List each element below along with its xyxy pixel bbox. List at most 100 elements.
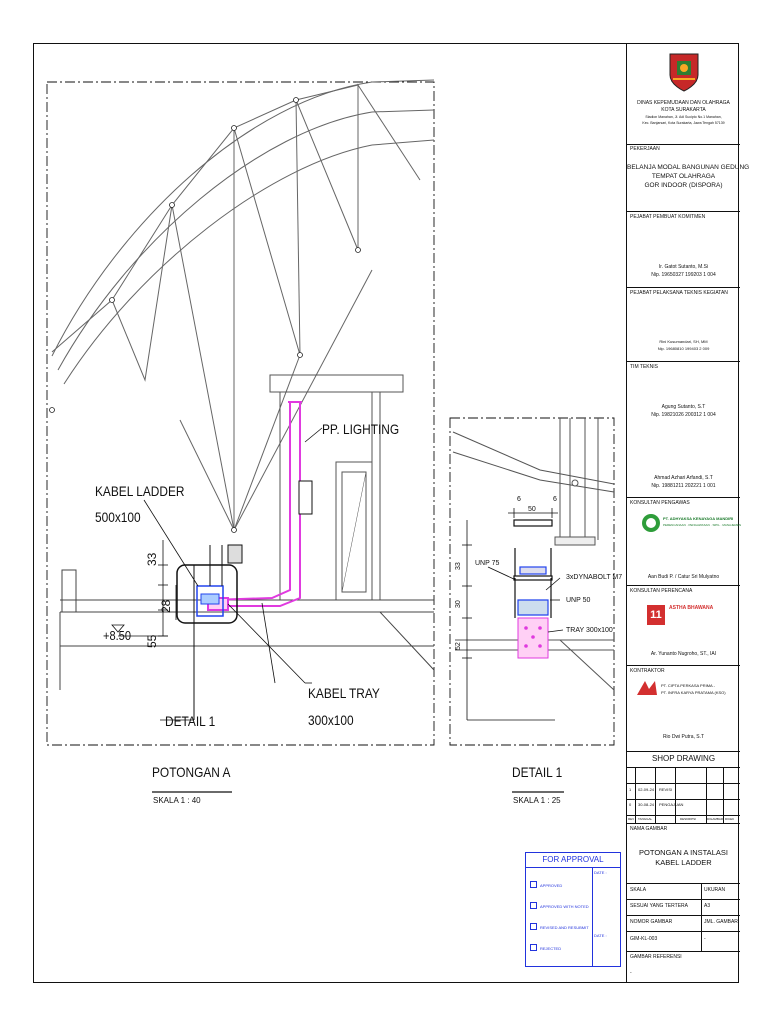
rev-header-rev: REV <box>628 817 635 821</box>
detail-1-tray-holes <box>524 626 542 648</box>
pengawas-label: KONSULTAN PENGAWAS <box>630 500 690 506</box>
for-approval-stamp: FOR APPROVAL DATE : DATE : APPROVED APPR… <box>525 852 621 967</box>
section-a-dimensions <box>111 427 323 721</box>
pp-lighting-panel <box>298 480 313 515</box>
pp-lighting-label: PP. LIGHTING <box>322 421 400 437</box>
detail-ref-label: DETAIL 1 <box>165 713 216 729</box>
perencana-label: KONSULTAN PERENCANA <box>630 588 693 594</box>
kabel-ladder-size: 500x100 <box>95 509 141 525</box>
kontraktor-name: Rio Dwi Putra, S.T <box>662 734 705 740</box>
section-a-frame <box>46 81 435 746</box>
jml-gambar-label: JML. GAMBAR <box>704 919 738 925</box>
kontraktor-label: KONTRAKTOR <box>630 668 665 674</box>
kabel-ladder-label: KABEL LADDER <box>95 483 185 499</box>
rev-header-tanggal: TANGGAL <box>638 817 653 821</box>
detail-tray: TRAY 300x100 <box>566 627 613 634</box>
kontraktor-line-2: PT. INFRA KARYA PRATAMA (KSO) <box>661 690 726 695</box>
ppk-nip: Nip. 19650327 199203 1 004 <box>651 272 716 278</box>
rev-0-date: 30-08-24 <box>638 802 655 807</box>
pengawas-logo-icon <box>642 514 660 532</box>
dim-28-label: 28 <box>159 599 173 613</box>
detail-1-frame <box>449 417 615 746</box>
perencana-logo: 11 <box>647 605 665 625</box>
nama-gambar-label: NAMA GAMBAR <box>630 826 668 832</box>
nomor-gambar-value: GIM-KL-003 <box>630 936 658 942</box>
jml-gambar-value: - <box>704 936 706 942</box>
detail-dynabolt: 3xDYNABOLT M7 <box>566 574 623 581</box>
elevation-label: +8.50 <box>103 628 131 643</box>
shop-drawing-label: SHOP DRAWING <box>651 754 716 763</box>
pekerjaan-line-1: BELANJA MODAL BANGUNAN GEDUNG <box>627 164 750 171</box>
pekerjaan-label: PEKERJAAN <box>630 146 660 152</box>
pengawas-sub: PERENCANAAN · PENGAWASAN · SIPIL · MANAJ… <box>663 523 742 527</box>
gambar-referensi-value: - <box>630 970 632 976</box>
approval-title: FOR APPROVAL <box>526 853 620 868</box>
truss-joints <box>49 97 361 533</box>
detail-1-scale: SKALA 1 : 25 <box>513 796 561 805</box>
tim-teknis-label: TIM TEKNIS <box>630 364 658 370</box>
ppk-label: PEJABAT PEMBUAT KOMITMEN <box>630 214 706 220</box>
pengawas-names: Aan Budi P. / Catur Sri Mulyatno <box>647 574 720 580</box>
perencana-company: ASTHA BHAWANA <box>669 605 714 611</box>
nama-gambar-line-2: KABEL LADDER <box>655 858 712 867</box>
agency-city: KOTA SURAKARTA <box>661 107 706 113</box>
agency-address-1: Stadion Manahan, Jl. Adi Sucipto No.1 Ma… <box>645 115 722 119</box>
rev-1-desc: REVISI <box>659 787 673 792</box>
pekerjaan-line-2: TEMPAT OLAHRAGA <box>651 173 716 180</box>
revised-resubmit-checkbox[interactable] <box>530 923 537 930</box>
approved-checkbox[interactable] <box>530 881 537 888</box>
floor-slab <box>59 569 435 690</box>
ppk-name: Ir. Gatot Sutanto, M.Si <box>658 264 709 270</box>
section-a-title: POTONGAN A <box>152 764 231 780</box>
rev-0-no: 0 <box>629 802 632 807</box>
city-emblem-icon <box>669 53 699 92</box>
skala-value: SESUAI YANG TERTERA <box>630 903 688 909</box>
pengawas-company: PT. ADHYAKSA KENAYAGA MANDIRI <box>663 516 734 521</box>
dim-33-label: 33 <box>145 552 159 566</box>
agency-name: DINAS KEPEMUDAAN DAN OLAHRAGA <box>637 100 730 106</box>
rejected-checkbox[interactable] <box>530 944 537 951</box>
detail-1-title: DETAIL 1 <box>512 764 563 780</box>
section-a-scale: SKALA 1 : 40 <box>153 796 201 805</box>
detail-1-dimensions <box>462 508 564 721</box>
dim-55-label: 55 <box>145 634 159 648</box>
rev-0-desc: PENGAJUAN <box>659 802 684 807</box>
kontraktor-logo-icon <box>637 681 657 695</box>
detail-dim-30: 30 <box>455 600 462 608</box>
detail-unp75: UNP 75 <box>475 560 500 567</box>
pptk-nip: Nip. 19680810 199403 2 009 <box>657 346 710 351</box>
nama-gambar-line-1: POTONGAN A INSTALASI <box>639 848 728 857</box>
detail-dim-50: 50 <box>528 506 536 513</box>
rev-header-deskripsi: DESKRIPSI <box>680 817 697 821</box>
agency-address-2: Kec. Banjarsari, Kota Surakarta, Jawa Te… <box>642 121 725 125</box>
rev-header-digambar: DIGAMBAR <box>707 817 724 821</box>
perencana-name: Ar. Yunanto Nugroho, ST., IAI <box>650 651 717 657</box>
gambar-referensi-label: GAMBAR REFERENSI <box>630 954 682 960</box>
approval-date-label-2: DATE : <box>594 933 607 938</box>
wall-door <box>269 374 404 601</box>
tim-1-name: Agung Sutanto, S.T <box>661 404 706 410</box>
nomor-gambar-label: NOMOR GAMBAR <box>630 919 673 925</box>
approval-date-label: DATE : <box>594 870 607 875</box>
detail-unp50: UNP 50 <box>566 597 591 604</box>
approved-with-noted-checkbox[interactable] <box>530 902 537 909</box>
detail-dim-6b: 6 <box>553 496 557 503</box>
tim-2-name: Ahmad Azhari Arfandi, S.T <box>654 475 713 481</box>
skala-label: SKALA <box>630 887 647 893</box>
pekerjaan-line-3: GOR INDOOR (DISPORA) <box>644 182 723 189</box>
kabel-tray-label: KABEL TRAY <box>308 685 380 701</box>
approved-label: APPROVED <box>540 883 563 888</box>
pptk-name: Rini Kusumandari, SH, MM <box>659 339 708 344</box>
tim-2-nip: Nip. 19881211 202221 1 001 <box>651 483 716 489</box>
rev-1-no: 1 <box>629 787 632 792</box>
ukuran-value: A3 <box>704 903 711 909</box>
pptk-label: PEJABAT PELAKSANA TEKNIS KEGIATAN <box>630 290 728 296</box>
rev-1-date: 02-09-24 <box>638 787 655 792</box>
drawing-sheet-border <box>33 43 739 983</box>
roof-truss <box>51 79 435 531</box>
detail-dim-6a: 6 <box>517 496 521 503</box>
rev-header-dicek: DICEK <box>725 817 735 821</box>
detail-dim-33: 33 <box>455 562 462 570</box>
revised-resubmit-label: REVISED AND RESUBMIT <box>540 925 589 930</box>
kontraktor-line-1: PT. CIPTA PERKASA PRIMA - <box>661 683 715 688</box>
